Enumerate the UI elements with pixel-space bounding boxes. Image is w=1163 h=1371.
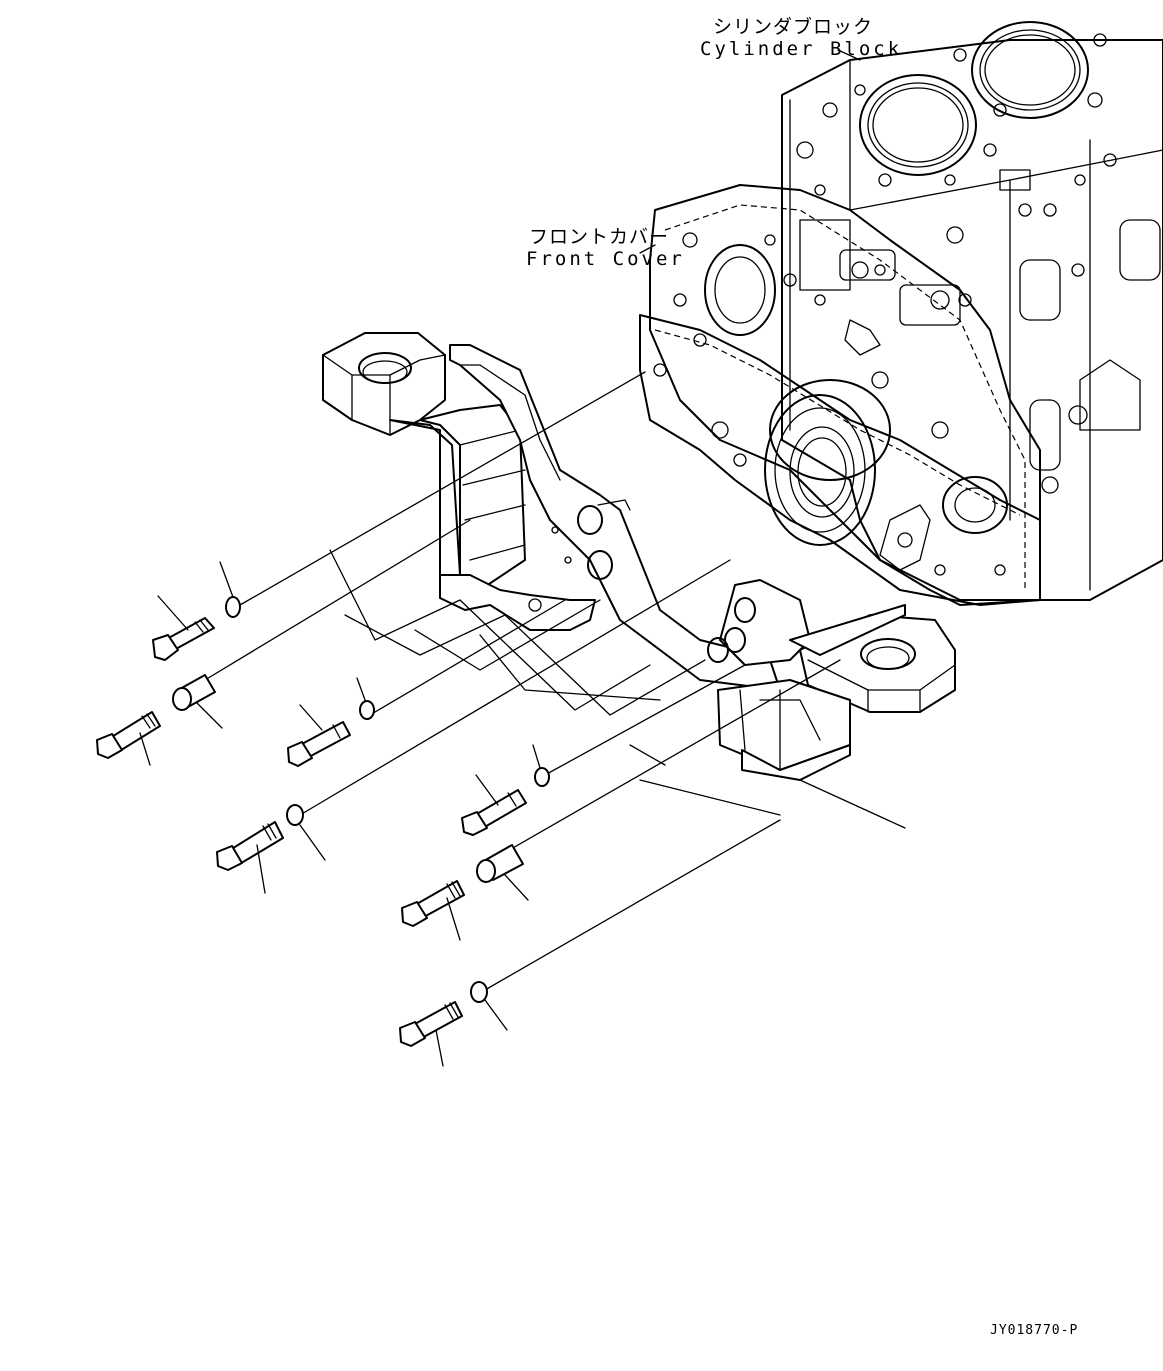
spacer-1 <box>172 674 223 729</box>
washer-2 <box>359 700 375 720</box>
bolt-7 <box>399 1001 463 1047</box>
bolt-5 <box>461 789 527 836</box>
bolt-6 <box>401 880 465 927</box>
drawing-number: JY018770-P <box>990 1323 1079 1338</box>
front-cover-label-jp: フロントカバー <box>529 226 670 248</box>
bolt-2 <box>96 711 161 759</box>
front-cover-leader <box>639 244 656 254</box>
front-cover-label-en: Front Cover <box>526 248 685 270</box>
fasteners <box>96 561 550 1067</box>
spacer-2 <box>476 844 529 901</box>
bolt-3 <box>287 721 351 767</box>
cylinder-block-drawing <box>781 21 1163 601</box>
engine-mount-bracket <box>322 332 956 781</box>
cylinder-block-label-jp: シリンダブロック <box>713 16 874 38</box>
bolt-1 <box>152 617 215 661</box>
cylinder-block-label-en: Cylinder Block <box>700 38 903 60</box>
washer-4 <box>534 767 550 787</box>
washer-5 <box>470 981 488 1003</box>
washer-1 <box>225 596 241 618</box>
assembly-lines <box>204 371 906 991</box>
cylinder-block-leader <box>837 49 861 61</box>
washer-3 <box>286 804 304 826</box>
gear-case-drawing <box>639 314 1041 606</box>
front-cover-drawing <box>649 184 1041 606</box>
bolt-4 <box>216 821 284 871</box>
